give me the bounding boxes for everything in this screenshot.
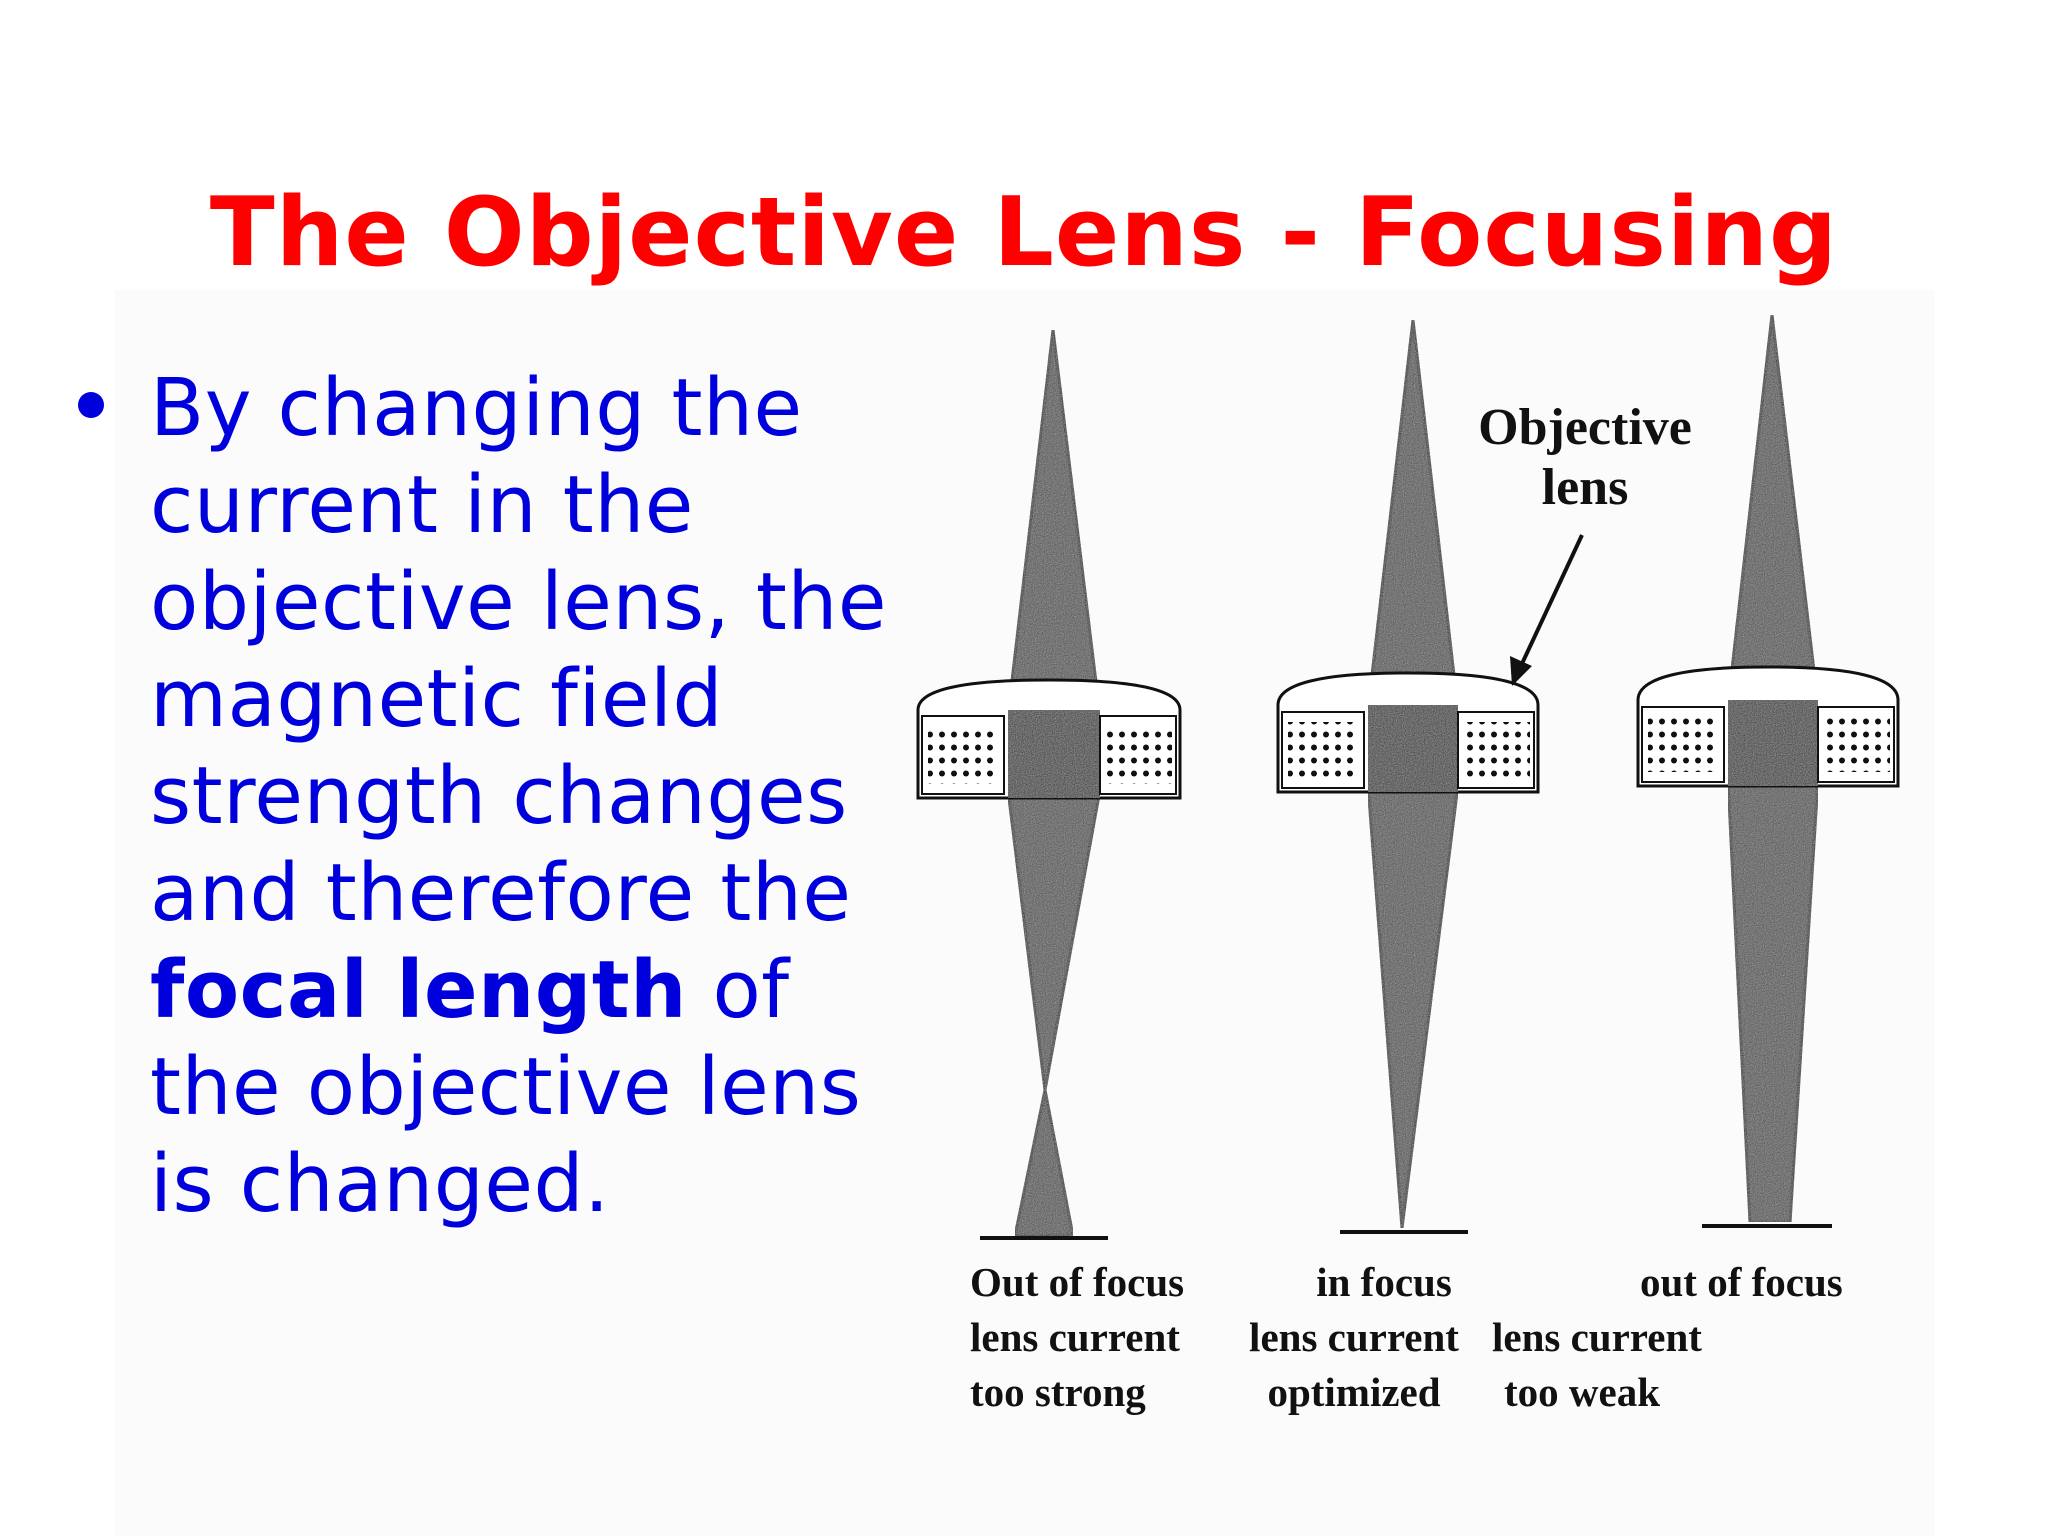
- beam-upper-3: [1726, 314, 1820, 707]
- objective-label-line1: Objective: [1478, 399, 1692, 456]
- coil-windings-left-3: [1648, 717, 1718, 772]
- caption-1-line1: Out of focus: [970, 1259, 1185, 1305]
- lens-column-too-strong: [916, 329, 1182, 1240]
- lens-column-optimized: [1276, 319, 1540, 1234]
- caption-1-line3: too strong: [970, 1369, 1146, 1415]
- caption-2-line3: optimized: [1267, 1369, 1441, 1415]
- coil-windings-right-3: [1822, 717, 1890, 772]
- coil-windings-left-1: [928, 726, 998, 784]
- coil-windings-right-1: [1104, 726, 1172, 784]
- bullet-text-part2: of the objective lens is changed.: [150, 944, 862, 1230]
- caption-column-2: in focus lens current optimized: [1234, 1255, 1474, 1420]
- caption-column-3: out of focus lens current too weak: [1492, 1255, 1843, 1420]
- beam-lower-3: [1726, 778, 1820, 1224]
- lens-core-1: [1008, 710, 1100, 798]
- bullet-text-part1: By changing the current in the objective…: [150, 362, 888, 939]
- bullet-text-bold: focal length: [150, 944, 687, 1036]
- slide-title: The Objective Lens - Focusing: [209, 178, 1839, 288]
- beam-lower-2: [1366, 783, 1460, 1229]
- arrow-head-icon: [1510, 656, 1532, 686]
- objective-lens-pointer: [1510, 534, 1584, 686]
- beam-lower-1: [1006, 788, 1102, 1091]
- objective-lens-label: Objective lens: [1445, 398, 1725, 518]
- caption-3-line3: too weak: [1504, 1369, 1661, 1415]
- bullet-dot: [78, 392, 104, 418]
- caption-1-line2: lens current: [970, 1314, 1180, 1360]
- bullet-paragraph: By changing the current in the objective…: [150, 360, 910, 1233]
- lens-core-3: [1728, 700, 1818, 786]
- caption-2-line2: lens current: [1249, 1314, 1459, 1360]
- lens-column-too-weak: [1636, 314, 1900, 1228]
- caption-3-line1: out of focus: [1640, 1259, 1843, 1305]
- lens-core-2: [1368, 705, 1458, 792]
- caption-3-line2: lens current: [1492, 1314, 1702, 1360]
- caption-column-1: Out of focus lens current too strong: [970, 1255, 1184, 1420]
- objective-label-line2: lens: [1541, 459, 1629, 516]
- beam-upper-1: [1006, 329, 1102, 717]
- coil-windings-right-2: [1462, 722, 1530, 778]
- beam-crossover-1: [1013, 1089, 1075, 1238]
- coil-windings-left-2: [1288, 722, 1358, 778]
- caption-2-line1: in focus: [1316, 1259, 1452, 1305]
